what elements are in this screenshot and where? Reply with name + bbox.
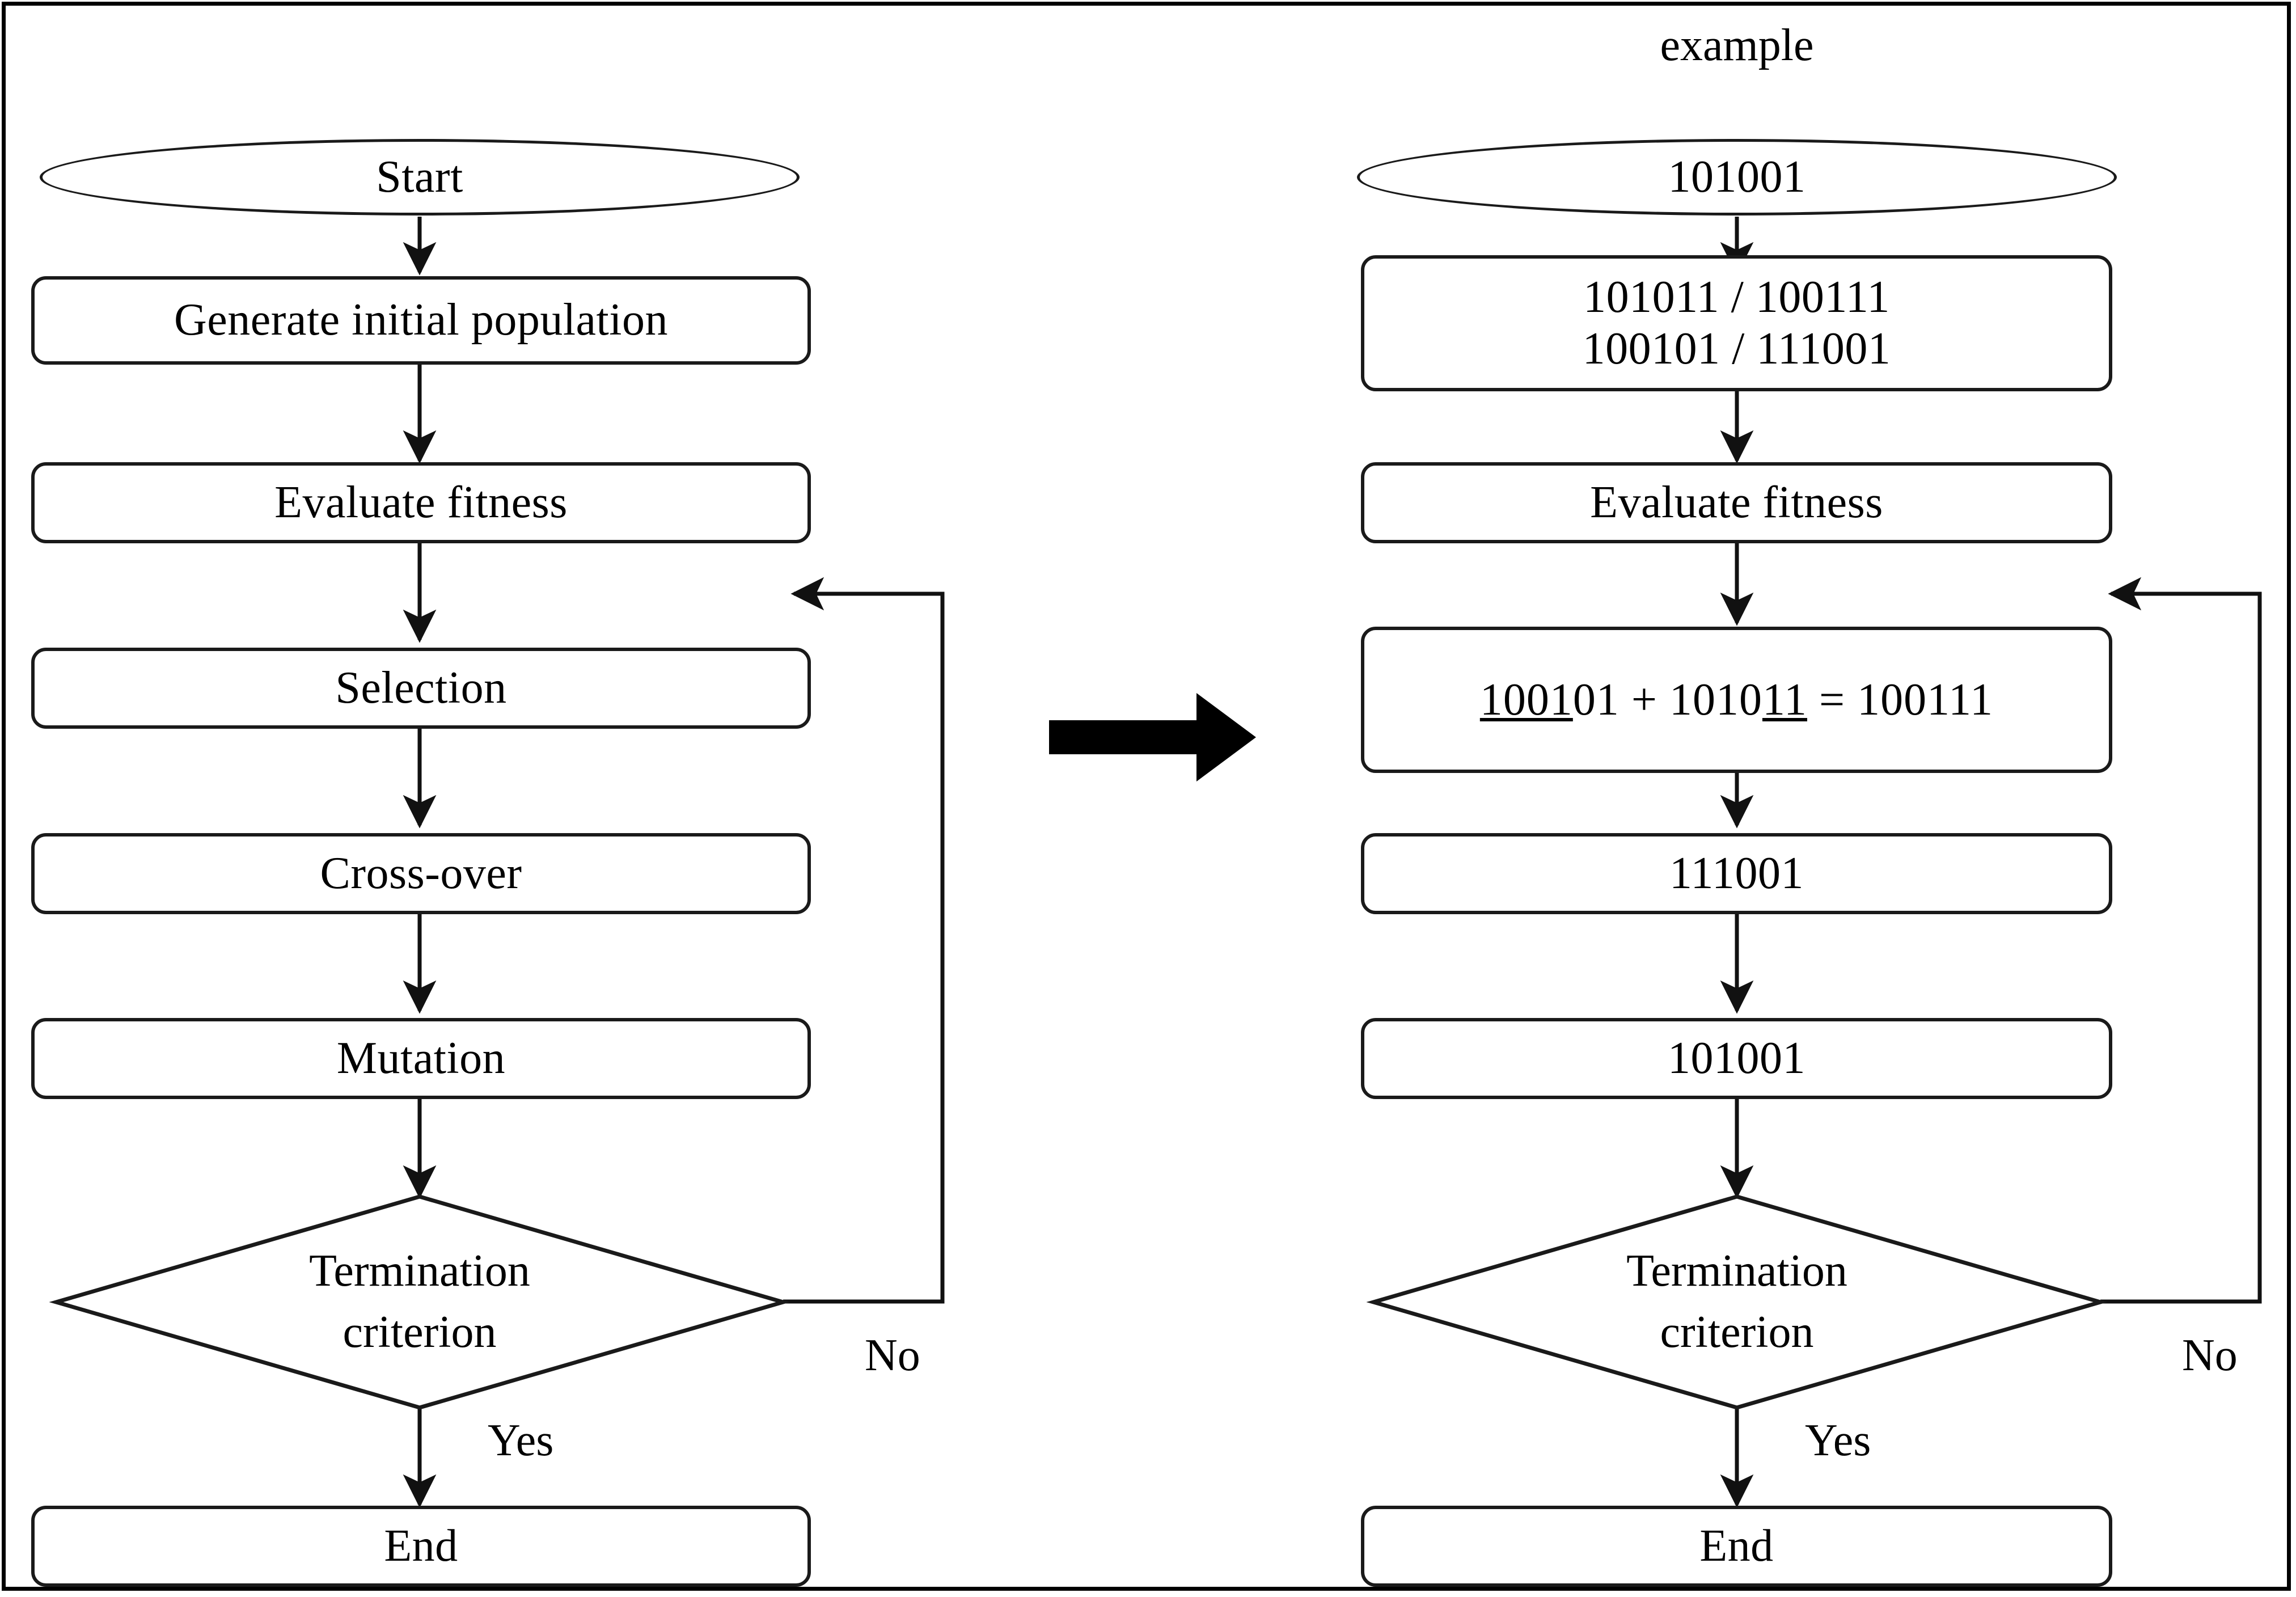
left-end-label: End xyxy=(384,1520,458,1571)
crossover-operand1-rest: 01 xyxy=(1572,674,1620,725)
right-no-label: No xyxy=(2182,1330,2238,1380)
left-yes-label: Yes xyxy=(488,1416,554,1465)
right-mutation-label: 111001 xyxy=(1669,848,1804,898)
right-evaluate-label: Evaluate fitness xyxy=(1590,477,1883,527)
left-decision-text: Termination criterion xyxy=(309,1246,530,1357)
right-crossover-equation: 100101 + 101011 = 100111 xyxy=(1480,674,1993,726)
right-mutation-node[interactable]: 111001 xyxy=(1361,833,2112,914)
crossover-plus: + xyxy=(1631,674,1657,725)
left-crossover-node[interactable]: Cross-over xyxy=(31,833,811,914)
left-start-node[interactable]: Start xyxy=(40,139,800,216)
right-crossover-node[interactable]: 100101 + 101011 = 100111 xyxy=(1361,627,2112,773)
right-end-label: End xyxy=(1699,1520,1774,1571)
left-generate-node[interactable]: Generate initial population xyxy=(31,276,811,365)
right-yes-label: Yes xyxy=(1805,1416,1871,1465)
left-evaluate-node[interactable]: Evaluate fitness xyxy=(31,462,811,543)
crossover-operand2-underlined: 11 xyxy=(1762,674,1807,725)
left-decision-label: Termination criterion xyxy=(193,1225,646,1378)
crossover-result: 100111 xyxy=(1857,674,1994,725)
right-end-node[interactable]: End xyxy=(1361,1506,2112,1587)
crossover-operand1-underlined: 1001 xyxy=(1479,674,1573,725)
left-crossover-label: Cross-over xyxy=(320,848,522,898)
right-generate-node[interactable]: 101011 / 100111 100101 / 111001 xyxy=(1361,255,2112,391)
right-generate-label: 101011 / 100111 100101 / 111001 xyxy=(1582,272,1891,374)
left-mutation-label: Mutation xyxy=(336,1033,506,1083)
right-post-mutation-label: 101001 xyxy=(1668,1033,1805,1083)
right-start-node[interactable]: 101001 xyxy=(1357,139,2117,216)
left-selection-label: Selection xyxy=(335,662,507,713)
right-post-mutation-node[interactable]: 101001 xyxy=(1361,1018,2112,1099)
right-evaluate-node[interactable]: Evaluate fitness xyxy=(1361,462,2112,543)
right-decision-label: Termination criterion xyxy=(1510,1225,1964,1378)
crossover-equals: = xyxy=(1819,674,1846,725)
right-decision-text: Termination criterion xyxy=(1626,1246,1847,1357)
left-start-label: Start xyxy=(376,152,463,202)
crossover-operand2-prefix: 1010 xyxy=(1669,674,1762,725)
left-mutation-node[interactable]: Mutation xyxy=(31,1018,811,1099)
left-no-label: No xyxy=(865,1330,920,1380)
example-caption: example xyxy=(1660,20,1814,70)
right-start-label: 101001 xyxy=(1668,152,1806,202)
left-generate-label: Generate initial population xyxy=(174,295,668,345)
left-end-node[interactable]: End xyxy=(31,1506,811,1587)
left-selection-node[interactable]: Selection xyxy=(31,648,811,729)
left-evaluate-label: Evaluate fitness xyxy=(274,477,568,527)
